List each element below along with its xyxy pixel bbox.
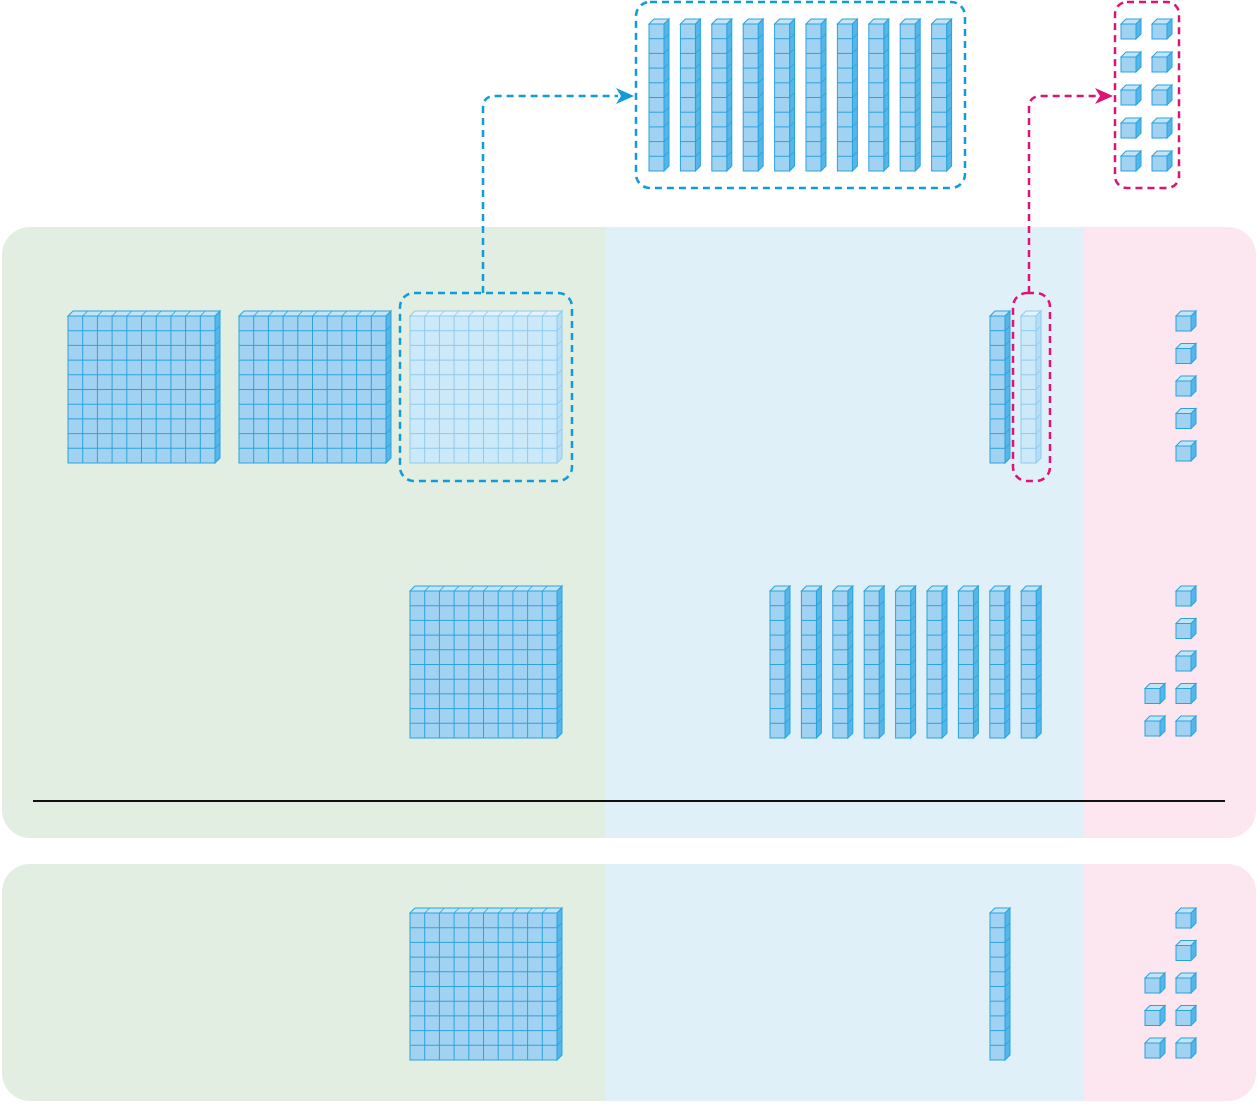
subtrahend-unit-cube — [1143, 714, 1167, 738]
difference-hundred-block — [408, 906, 564, 1062]
subtrahend-ten-rod — [894, 584, 917, 740]
difference-unit-cube — [1143, 1036, 1167, 1060]
subtrahend-unit-cube — [1174, 682, 1198, 705]
minuend-unit-cube — [1174, 439, 1198, 463]
exchanged-ten-rod — [679, 17, 702, 173]
difference-unit-cube — [1143, 971, 1167, 995]
difference-unit-cube — [1174, 1004, 1198, 1027]
exchanged-ten-rod — [647, 17, 671, 173]
minuend-hundred-block — [66, 309, 222, 465]
subtrahend-hundred-block — [408, 584, 564, 740]
regrouped-hundred-highlight — [398, 291, 574, 483]
exchanged-unit-cube — [1119, 149, 1143, 173]
difference-unit-cube — [1174, 1036, 1198, 1060]
difference-unit-cube — [1174, 971, 1198, 995]
subtrahend-ten-rod — [957, 584, 980, 740]
exchanged-unit-cube — [1150, 17, 1174, 41]
ones-column — [1084, 864, 1256, 1101]
exchanged-unit-cube — [1119, 50, 1143, 74]
ones-column — [1084, 227, 1256, 838]
minuend-unit-cube — [1174, 407, 1198, 430]
exchanged-ten-rod — [898, 17, 922, 173]
subtrahend-unit-cube — [1174, 649, 1198, 673]
minuend-unit-cube — [1174, 309, 1198, 333]
exchanged-ten-rod — [867, 17, 891, 173]
subtrahend-ten-rod — [925, 584, 949, 740]
difference-unit-cube — [1174, 906, 1198, 930]
exchanged-unit-cube — [1150, 149, 1174, 173]
regrouped-ten-highlight — [1011, 291, 1052, 483]
exchanged-ten-rod — [710, 17, 734, 173]
exchanged-ten-rod — [836, 17, 859, 173]
answer-panel — [2, 864, 1256, 1101]
exchanged-unit-cube — [1150, 83, 1174, 107]
tens-column — [605, 864, 1084, 1101]
difference-unit-cube — [1143, 1004, 1167, 1027]
regrouped-ten-rod — [1019, 309, 1043, 465]
subtrahend-unit-cube — [1174, 714, 1198, 738]
exchanged-unit-cube — [1119, 116, 1143, 140]
regroup-annotations — [398, 0, 1181, 483]
exchanged-ten-rod — [773, 17, 796, 173]
minuend-unit-cube — [1174, 342, 1198, 365]
subtrahend-unit-cube — [1143, 682, 1167, 705]
exchanged-ten-rod — [741, 17, 765, 173]
minuend-hundred-block — [237, 309, 393, 465]
exchanged-unit-cube — [1150, 116, 1174, 140]
regrouped-tens-box — [634, 0, 967, 190]
subtrahend-ten-rod — [1019, 584, 1043, 740]
minuend-unit-cube — [1174, 374, 1198, 398]
exchanged-unit-cube — [1150, 50, 1174, 74]
difference-unit-cube — [1174, 939, 1198, 962]
exchanged-ten-rod — [804, 17, 828, 173]
subtrahend-unit-cube — [1174, 617, 1198, 640]
subtrahend-ten-rod — [862, 584, 886, 740]
subtrahend-ten-rod — [988, 584, 1012, 740]
tens-column — [605, 227, 1084, 838]
minuend-ten-rod — [988, 309, 1012, 465]
subtrahend-ten-rod — [800, 584, 823, 740]
subtrahend-unit-cube — [1174, 584, 1198, 608]
exchanged-ten-rod — [930, 17, 953, 173]
exchanged-unit-cube — [1119, 83, 1143, 107]
ten-to-ones-arrow — [1027, 88, 1113, 293]
hundred-to-tens-arrow — [481, 88, 634, 293]
difference-ten-rod — [988, 906, 1012, 1062]
subtrahend-ten-rod — [831, 584, 855, 740]
subtrahend-ten-rod — [768, 584, 792, 740]
regrouped-hundred-block — [408, 309, 564, 465]
exchanged-unit-cube — [1119, 17, 1143, 41]
base-ten-blocks — [66, 17, 1198, 1062]
